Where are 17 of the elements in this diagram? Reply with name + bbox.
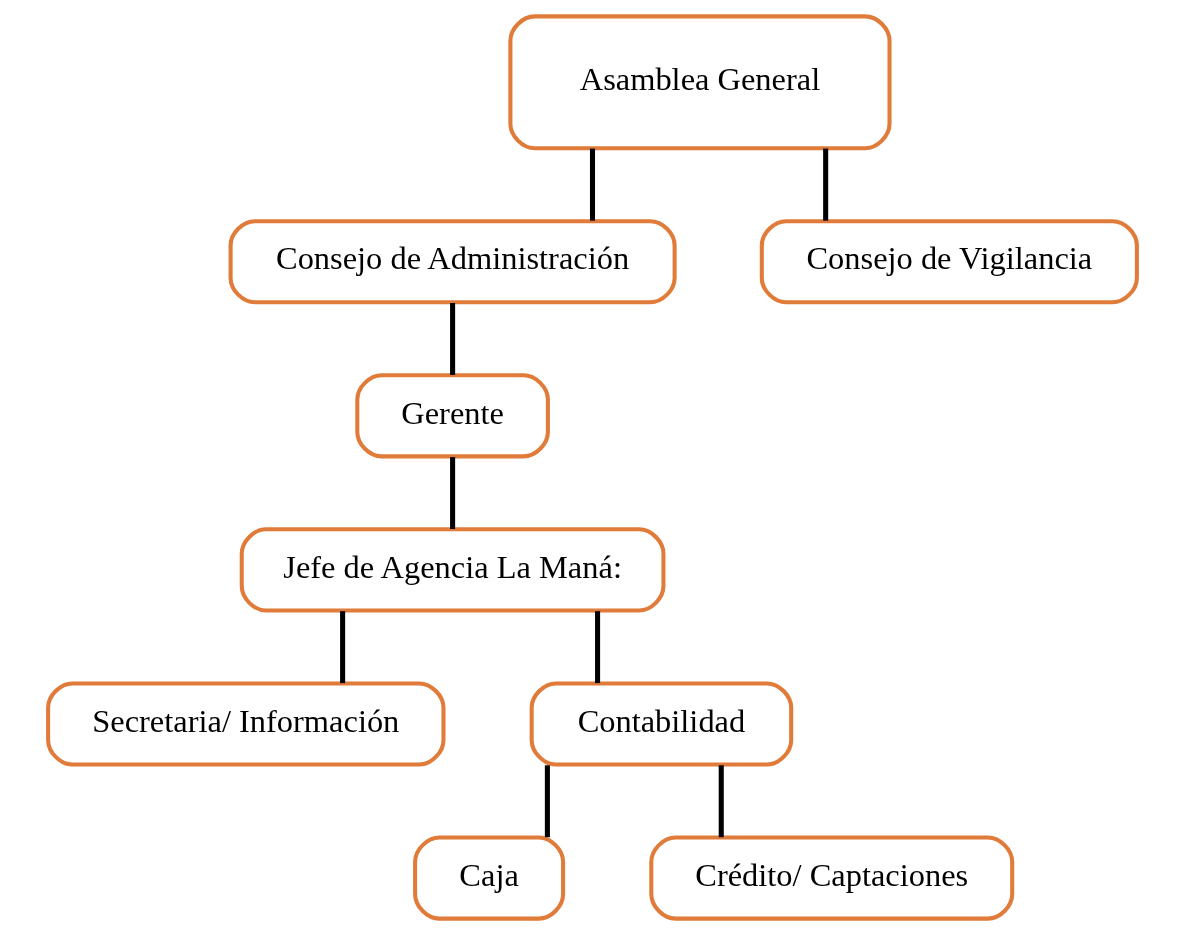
- node-box: Consejo de Administración: [228, 219, 677, 305]
- connector: [544, 765, 550, 838]
- node-box: Consejo de Vigilancia: [759, 219, 1139, 305]
- connector: [449, 303, 455, 375]
- node-box: Jefe de Agencia La Maná:: [239, 527, 665, 613]
- node-box: Asamblea General: [507, 14, 892, 151]
- node-box: Secretaria/ Información: [45, 681, 445, 767]
- connector: [449, 457, 455, 529]
- connector: [822, 148, 828, 221]
- connector: [589, 148, 595, 221]
- connector: [718, 765, 724, 838]
- connector: [594, 611, 600, 684]
- node-box: Contabilidad: [529, 681, 793, 767]
- node-box: Caja: [412, 835, 565, 921]
- node-box: Crédito/ Captaciones: [648, 835, 1014, 921]
- connector: [339, 611, 345, 684]
- node-box: Gerente: [354, 373, 550, 459]
